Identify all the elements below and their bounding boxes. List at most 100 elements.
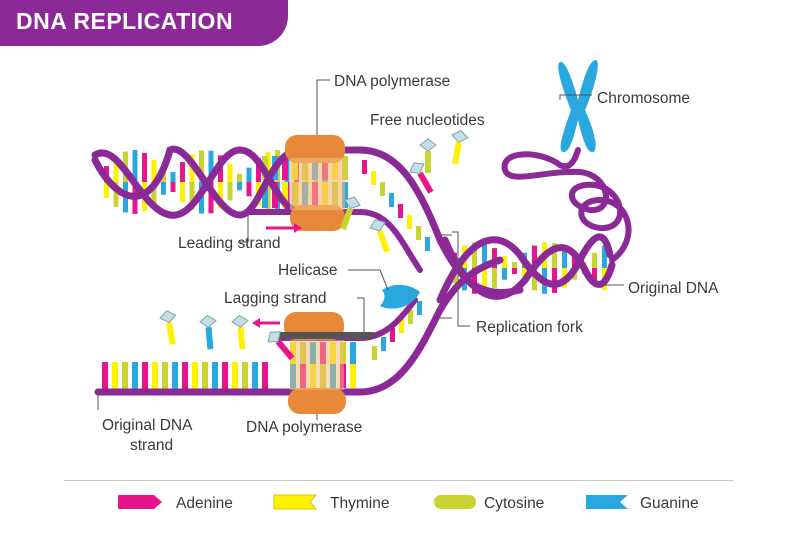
base-pair-bar xyxy=(282,182,288,208)
free-nucleotide xyxy=(159,310,177,345)
base-pair-bar xyxy=(552,243,557,268)
base-pair-bar xyxy=(417,301,422,315)
legend-thymine-label: Thymine xyxy=(330,495,389,512)
lagging-arrow xyxy=(252,318,280,328)
base-pair-bar xyxy=(492,248,497,268)
base-pair-bar xyxy=(416,226,421,240)
helicase-shape xyxy=(380,284,420,309)
base-pair-bar xyxy=(142,362,148,390)
base-pair-bar xyxy=(202,362,208,390)
base-pair-bar xyxy=(112,362,118,390)
base-pair-bar xyxy=(425,237,430,251)
base-pair-bar xyxy=(502,256,507,268)
top-helix xyxy=(91,145,524,297)
base-pair-bar xyxy=(350,364,356,388)
base-pair-bar xyxy=(552,268,557,293)
base-pair-bar xyxy=(182,362,188,390)
base-pair-bar xyxy=(398,204,403,218)
base-pair-bar xyxy=(212,362,218,390)
label-original-dna-strand-line1: Original DNA xyxy=(102,417,193,434)
base-pair-bar xyxy=(399,319,404,333)
legend-cytosine-label: Cytosine xyxy=(484,495,544,512)
base-pair-bar xyxy=(262,182,268,208)
base-pair-bar xyxy=(256,158,261,182)
free-nucleotide xyxy=(369,219,390,253)
free-nucleotide xyxy=(451,129,469,165)
base-pair-bar xyxy=(180,182,185,202)
free-nucleotide xyxy=(267,331,295,361)
base-pair-bar xyxy=(113,157,119,182)
base-pair-bar xyxy=(262,362,268,390)
base-pair-bar xyxy=(227,182,233,201)
legend: Adenine Thymine Cytosine Guanine xyxy=(118,494,699,512)
label-chromosome: Chromosome xyxy=(597,90,690,107)
base-pair-bar xyxy=(492,268,497,288)
page-title: DNA REPLICATION xyxy=(16,8,234,34)
base-pair-bar xyxy=(170,182,176,192)
base-pair-bar xyxy=(222,362,228,390)
label-dna-polymerase-top: DNA polymerase xyxy=(334,73,450,90)
base-pair-bar xyxy=(172,362,178,390)
base-pair-bar xyxy=(104,182,109,198)
label-leading-strand: Leading strand xyxy=(178,235,281,252)
base-pair-bar xyxy=(502,268,507,280)
base-pair-bar xyxy=(512,262,517,268)
base-pair-bar xyxy=(102,362,108,390)
base-pair-bar xyxy=(208,150,214,182)
base-pair-bar xyxy=(532,245,537,268)
base-pair-bar xyxy=(152,362,158,390)
base-pair-bar xyxy=(381,337,386,351)
base-pair-bar xyxy=(242,362,248,390)
legend-thymine: Thymine xyxy=(273,494,389,512)
legend-adenine: Adenine xyxy=(118,495,233,512)
label-dna-polymerase-bottom: DNA polymerase xyxy=(246,419,362,436)
base-pair-bar xyxy=(208,182,214,214)
base-pair-bar xyxy=(592,268,597,284)
base-pair-bar xyxy=(246,167,252,182)
base-pair-bar xyxy=(113,182,119,207)
legend-guanine-label: Guanine xyxy=(640,495,699,512)
legend-guanine: Guanine xyxy=(586,495,699,512)
base-pair-bar xyxy=(482,243,487,268)
base-pair-bar xyxy=(170,172,176,182)
base-pair-bar xyxy=(372,346,377,360)
base-pair-bar xyxy=(532,268,537,291)
base-pair-bar xyxy=(512,268,517,274)
base-pair-bar xyxy=(192,362,198,390)
base-pair-bar xyxy=(151,182,157,205)
base-pair-bar xyxy=(162,362,168,390)
free-nucleotide xyxy=(199,314,217,350)
base-pair-bar xyxy=(189,182,195,210)
base-pair-bar xyxy=(602,245,607,268)
base-pair-bar xyxy=(227,163,233,182)
base-pair-bar xyxy=(592,252,597,268)
base-pair-bar xyxy=(132,362,138,390)
base-pair-bar xyxy=(408,310,413,324)
leading-arrow xyxy=(266,223,302,233)
base-pair-bar xyxy=(252,362,258,390)
base-pair-bar xyxy=(472,242,477,268)
base-pair-bar xyxy=(151,159,157,182)
label-lagging-strand: Lagging strand xyxy=(224,290,327,307)
base-pair-bar xyxy=(572,256,577,268)
base-pair-bar xyxy=(161,182,166,195)
dna-polymerase-bottom-shape xyxy=(278,312,374,414)
base-pair-bar xyxy=(282,156,288,180)
base-pair-bar xyxy=(132,150,138,182)
free-nucleotides-group xyxy=(159,129,469,361)
label-original-dna: Original DNA xyxy=(628,280,719,297)
base-pair-bar xyxy=(350,342,356,364)
leader-lines xyxy=(97,79,624,420)
title-banner: DNA REPLICATION xyxy=(0,0,288,46)
label-original-dna-strand-line2: strand xyxy=(130,437,173,454)
base-pair-bar xyxy=(199,150,204,182)
dna-polymerase-top-shape xyxy=(285,135,345,231)
chromosome-shape xyxy=(558,60,598,153)
free-nucleotide xyxy=(419,138,437,173)
legend-cytosine: Cytosine xyxy=(434,495,544,512)
base-pair-bar xyxy=(562,248,567,268)
base-pair-bar xyxy=(371,171,376,185)
base-pair-bar xyxy=(142,152,147,182)
base-pair-bar xyxy=(362,160,367,174)
